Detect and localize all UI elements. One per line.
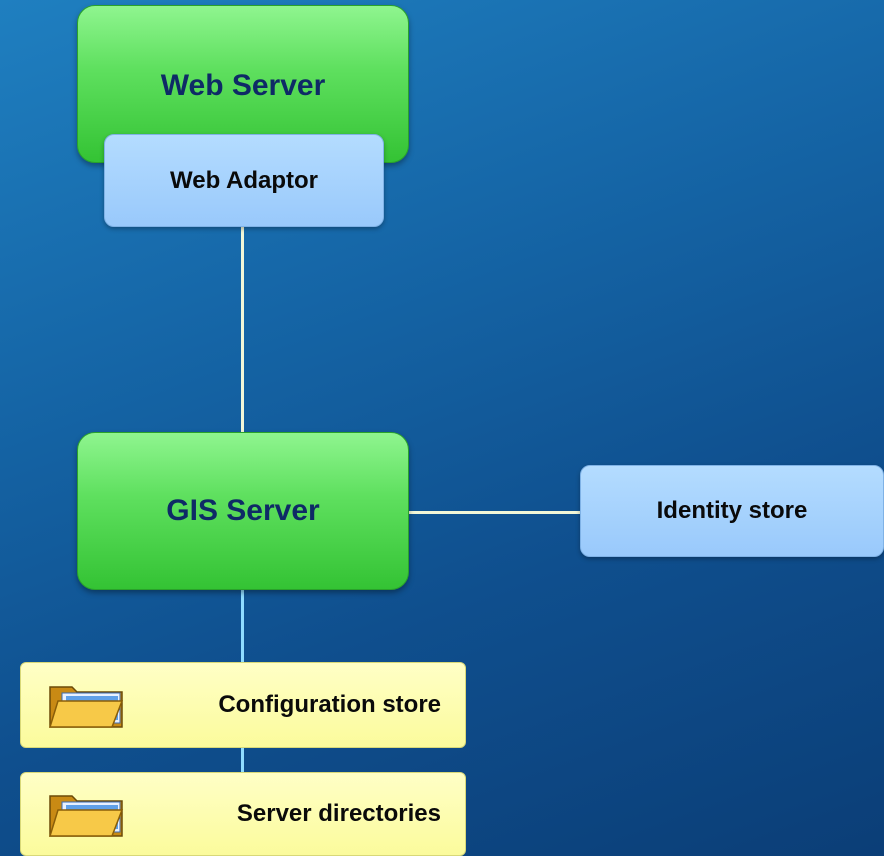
folder-icon: [48, 686, 124, 728]
web-adaptor-label: Web Adaptor: [170, 166, 318, 194]
folder-icon: [48, 795, 124, 837]
gis-server-node: GIS Server: [77, 432, 409, 590]
identity-store-label: Identity store: [656, 497, 808, 524]
web-server-label: Web Server: [160, 69, 326, 102]
gis-server-label: GIS Server: [166, 494, 320, 527]
web-adaptor-node: Web Adaptor: [104, 134, 384, 227]
connector-gis-server-to-identity-store: [408, 511, 582, 514]
connector-web-adaptor-to-gis-server: [241, 226, 244, 434]
configuration-store-label: Configuration store: [218, 691, 441, 718]
identity-store-node: Identity store: [580, 465, 884, 557]
server-directories-label: Server directories: [236, 800, 441, 827]
